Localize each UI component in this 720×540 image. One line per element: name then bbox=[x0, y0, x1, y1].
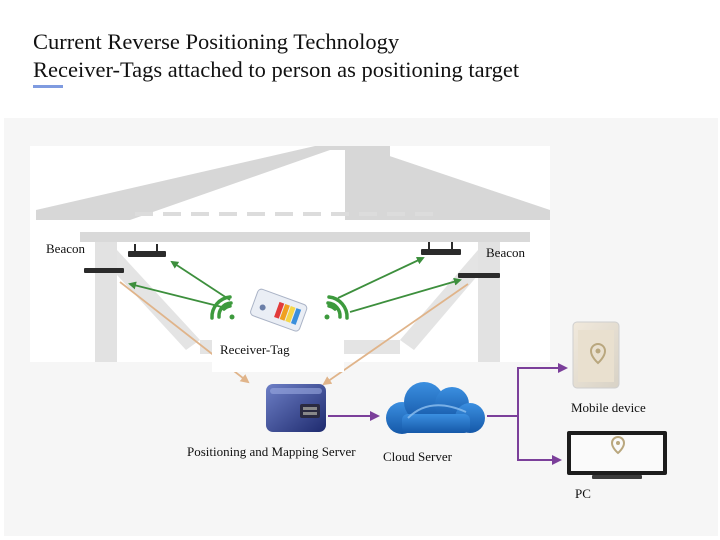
receiver-tag-device bbox=[212, 288, 344, 372]
beacon-left-label: Beacon bbox=[46, 241, 85, 256]
location-pin-icon bbox=[610, 435, 626, 455]
signal-arrows bbox=[128, 256, 462, 313]
location-pin-icon bbox=[589, 342, 607, 365]
cloud-server-label: Cloud Server bbox=[383, 449, 452, 464]
title-underline bbox=[33, 85, 63, 88]
wifi-signal-icon bbox=[324, 295, 349, 320]
beacon-left-device bbox=[84, 244, 166, 273]
title-line-2: Receiver-Tags attached to person as posi… bbox=[33, 57, 520, 82]
cloud-icon bbox=[386, 382, 485, 434]
beacon-right-device bbox=[421, 242, 500, 278]
mobile-device-icon bbox=[572, 321, 620, 389]
receiver-tag-label: Receiver-Tag bbox=[220, 342, 290, 357]
wifi-signal-icon bbox=[210, 295, 235, 320]
title-line-1: Current Reverse Positioning Technology bbox=[33, 29, 400, 54]
cloud-highlight bbox=[407, 404, 467, 419]
page-title: Current Reverse Positioning Technology R… bbox=[33, 28, 519, 84]
server-label: Positioning and Mapping Server bbox=[187, 444, 356, 459]
attic-dashes bbox=[135, 212, 433, 216]
mobile-device-label: Mobile device bbox=[571, 400, 646, 415]
pc-label: PC bbox=[575, 486, 591, 501]
pc-monitor-icon bbox=[567, 431, 667, 479]
output-arrows bbox=[328, 363, 568, 465]
beacon-right-label: Beacon bbox=[486, 245, 525, 260]
server-icon bbox=[266, 384, 326, 432]
